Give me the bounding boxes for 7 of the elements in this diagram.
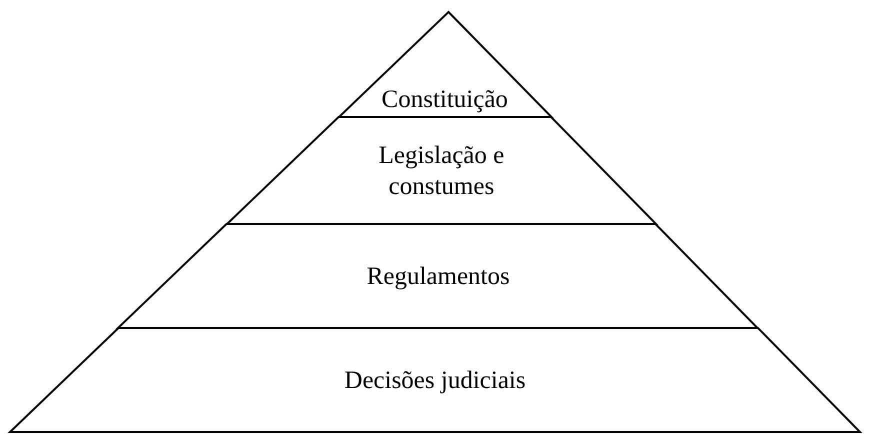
tier-label: Constituição — [382, 85, 508, 115]
tier-label: Regulamentos — [366, 262, 510, 292]
tier-label: Decisões judiciais — [344, 366, 526, 396]
tier-label: Legislação e constumes — [378, 140, 506, 202]
pyramid-tier — [10, 328, 860, 432]
pyramid-tier — [226, 117, 656, 224]
pyramid-tier — [118, 224, 758, 328]
